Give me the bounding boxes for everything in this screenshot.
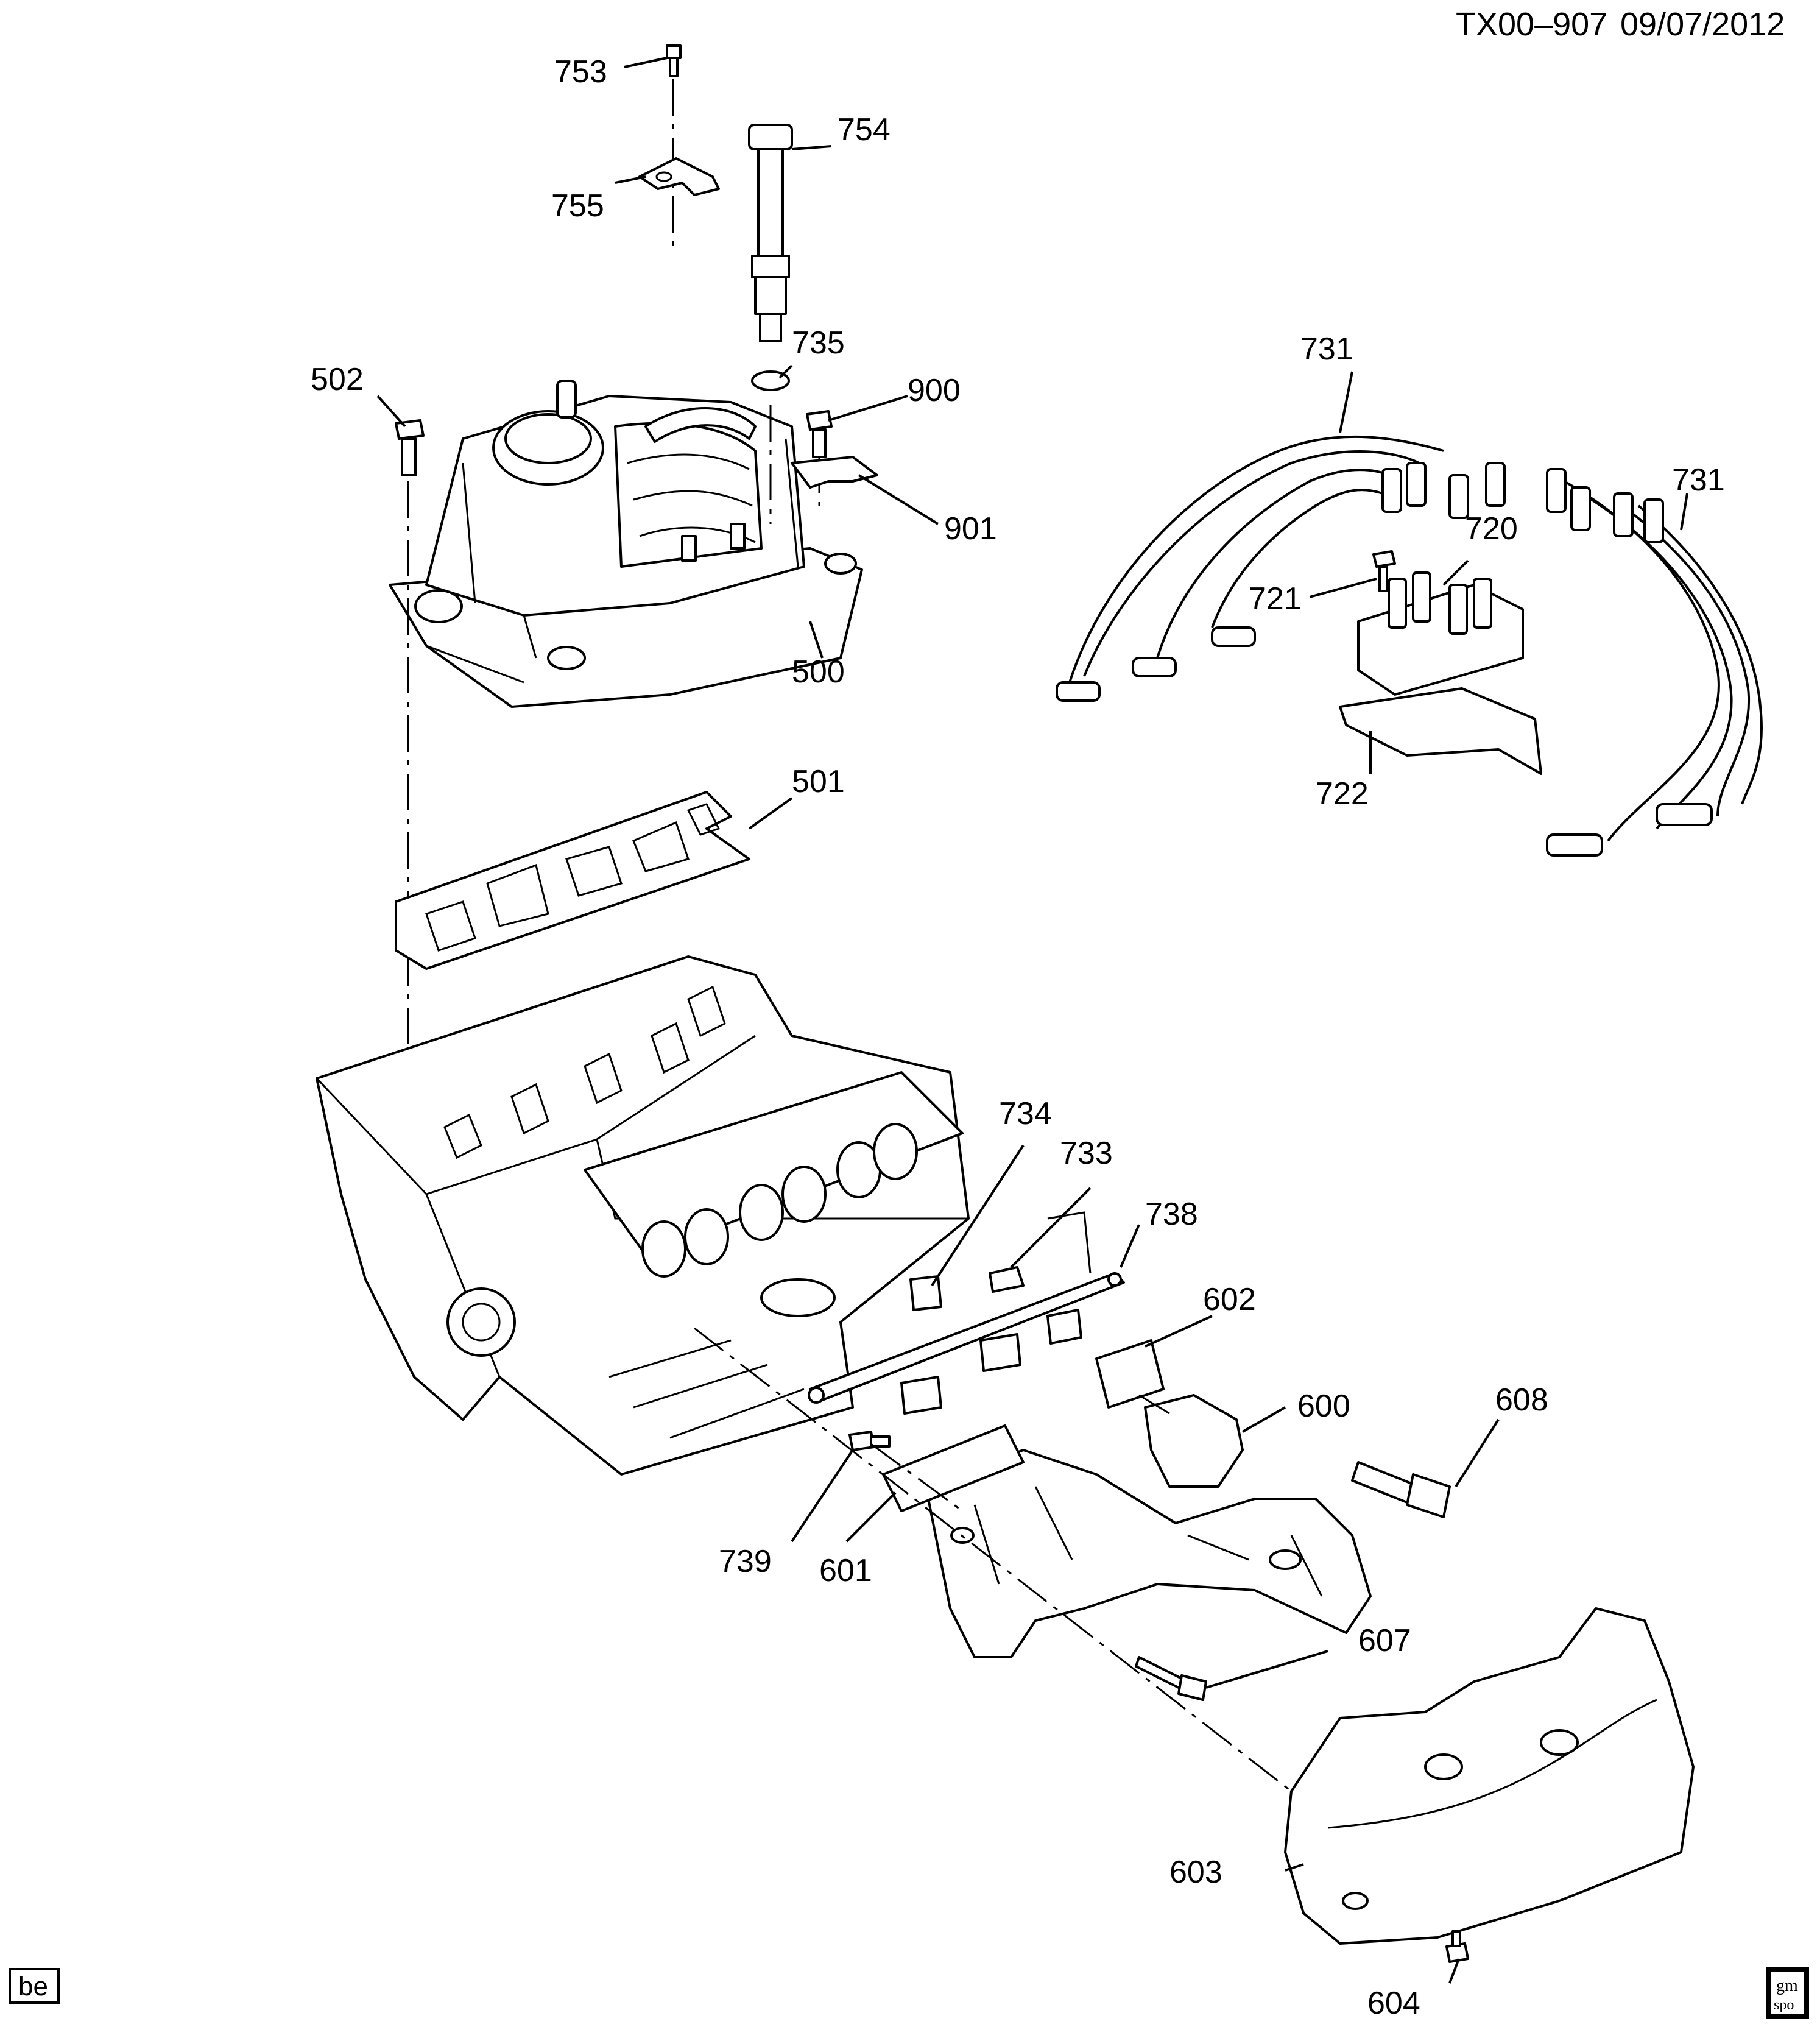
gm-spo-logo: gm spo [1766,1967,1809,2019]
callout-753: 753 [554,54,607,90]
badge-be: be [9,1968,60,2004]
callout-738: 738 [1145,1197,1198,1232]
stud-607 [1135,1656,1207,1701]
bolt-608 [1351,1461,1451,1518]
engine-block [316,955,970,1476]
callout-500: 500 [792,654,845,690]
callout-735: 735 [792,325,845,361]
sensor-733 [989,1266,1025,1293]
assembly-line-739 [870,1443,963,1512]
assembly-line-603 [694,1327,1292,1792]
gasket-602 [1095,1339,1165,1409]
bolt-502 [395,419,425,476]
callout-721: 721 [1249,581,1302,617]
svg-text:spo: spo [1774,1997,1794,2013]
callout-739: 739 [719,1544,772,1579]
bolt-739 [848,1431,891,1451]
callout-722: 722 [1316,776,1369,812]
sensor-734 [909,1275,942,1311]
callout-601: 601 [819,1553,872,1588]
callout-604: 604 [1367,1986,1420,2021]
gasket-501 [395,791,750,970]
callout-731-right: 731 [1672,462,1725,498]
fuel-rail-738 [808,1211,1125,1404]
intake-manifold-500 [389,380,863,708]
callout-731-left: 731 [1300,331,1353,367]
callout-501: 501 [792,764,845,799]
tube-754 [748,124,793,342]
callout-754: 754 [838,112,891,147]
svg-text:be: be [18,1972,48,2001]
callout-755: 755 [551,188,604,224]
callout-600: 600 [1297,1388,1350,1424]
callout-720: 720 [1465,511,1518,547]
gasket-601 [882,1424,1025,1512]
bolt-900 [806,410,833,458]
ignition-wires-731-left [1056,435,1506,702]
bolt-721 [1372,550,1396,592]
callout-733: 733 [1060,1136,1113,1171]
callout-602: 602 [1203,1282,1256,1317]
ignition-coil-720 [1357,571,1524,696]
intake-runner-ports [443,985,726,1159]
bracket-c [1046,1309,1082,1345]
callout-603: 603 [1169,1855,1222,1890]
bracket-901 [791,456,878,489]
diagram-date: 09/07/2012 [1620,6,1785,43]
callout-607: 607 [1358,1623,1411,1658]
callout-502: 502 [311,362,364,397]
callout-900: 900 [908,373,961,408]
valve-springs [641,1123,918,1278]
ignition-wires-731-right [1546,468,1763,857]
bracket-722 [1339,687,1542,775]
bolt-753 [666,44,682,77]
svg-text:gm: gm [1776,1976,1798,1995]
diagram-code: TX00–907 [1456,6,1607,43]
exhaust-manifold-600 [925,1394,1372,1658]
assembly-line-602 [1138,1394,1170,1415]
heat-shield-603 [1284,1607,1695,1945]
bracket-755 [638,157,720,196]
bracket-b [979,1333,1021,1372]
callout-734: 734 [999,1096,1052,1131]
callout-901: 901 [944,511,997,547]
leader-lines [376,57,1688,1984]
callout-608: 608 [1495,1382,1548,1418]
bolt-604 [1445,1930,1469,1963]
bracket-a [900,1376,942,1415]
